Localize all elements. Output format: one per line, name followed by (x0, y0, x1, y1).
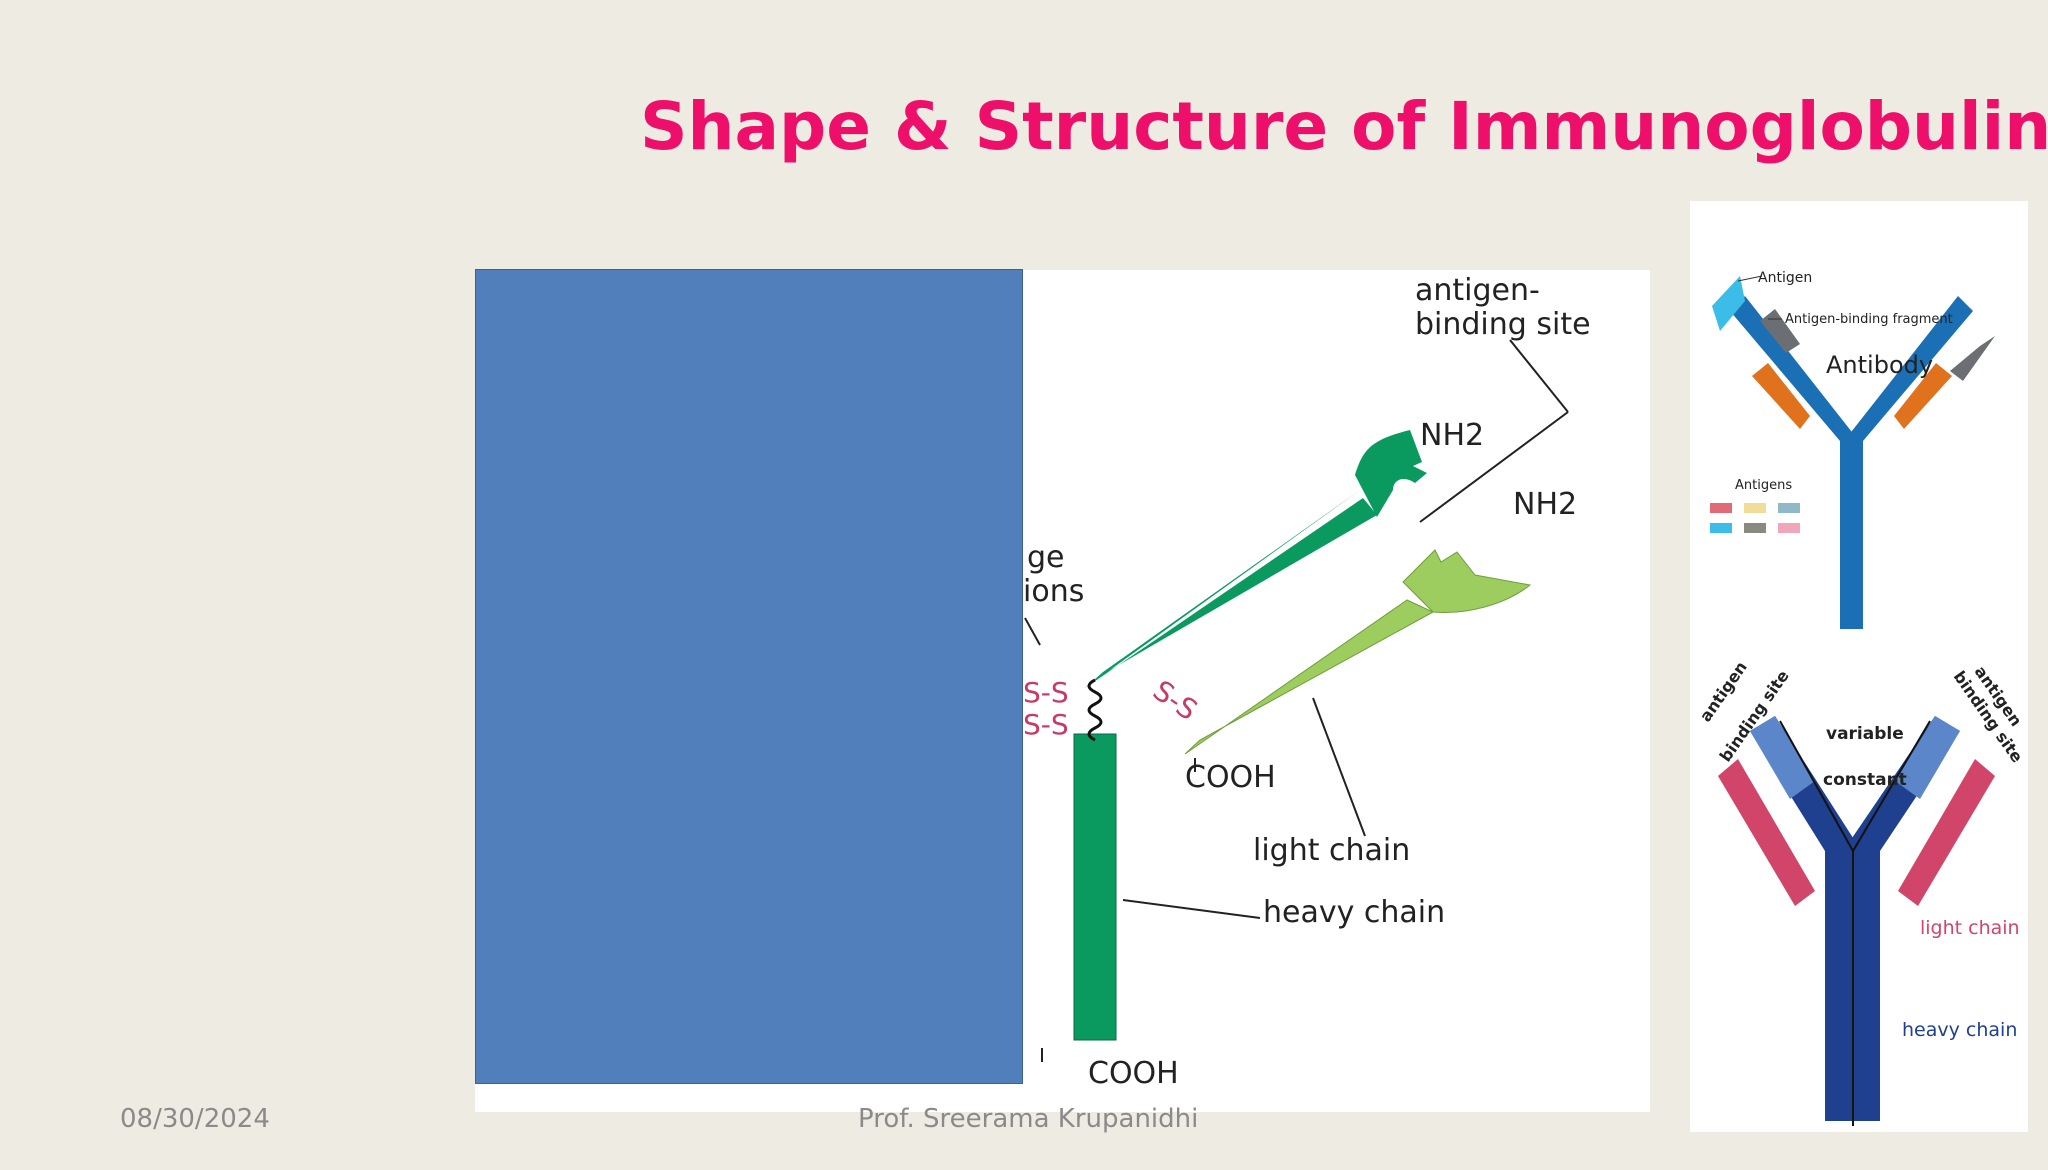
constant-label: constant (1823, 770, 1907, 790)
ss-bond-label-2: S-S (1023, 708, 1069, 741)
top-antibody-left-light (1752, 363, 1810, 429)
left-arrow-line (1779, 720, 1854, 852)
antigen-site-label-2: binding site (1415, 307, 1591, 342)
right-arrow-line (1852, 720, 1931, 852)
top-antibody-left-heavy (1730, 296, 1855, 629)
light-chain-side-label: light chain (1920, 917, 2020, 939)
fab-label: Antigen-binding fragment (1785, 312, 1953, 327)
footer-date: 08/30/2024 (120, 1104, 270, 1134)
antigen-site-leader-2 (1419, 411, 1569, 523)
light-chain-label: light chain (1253, 833, 1410, 868)
top-antibody-right-heavy (1848, 296, 1973, 629)
antigen-chip-5 (1744, 523, 1766, 533)
antigen-leader (1737, 275, 1763, 282)
antigen-label: Antigen (1758, 270, 1812, 286)
top-antibody-diagram: Antigen Antigen-binding fragment Antibod… (1710, 270, 1995, 629)
antigen-site-label-1: antigen- (1415, 273, 1540, 308)
heavy-chain-arm (1085, 498, 1377, 688)
antigen-chip-2 (1744, 503, 1766, 513)
bottom-antibody-right-variable (1895, 716, 1960, 799)
hinge-label-1: ge (1027, 540, 1065, 575)
heavy-arm-fill (1085, 490, 1360, 688)
antibody-illustration-panel: Antigen Antigen-binding fragment Antibod… (1690, 201, 2028, 1132)
bottom-antibody-right-heavy (1850, 716, 1960, 1121)
bottom-antibody-left-variable (1750, 716, 1815, 799)
nh2-heavy-label: NH2 (1420, 418, 1484, 453)
cooh-bottom-label: COOH (1088, 1056, 1179, 1091)
heavy-chain-label: heavy chain (1263, 895, 1445, 930)
antibody-illustrations-svg: Antigen Antigen-binding fragment Antibod… (1696, 270, 2027, 1126)
bottom-antibody-right-light (1898, 759, 1995, 906)
light-chain-variable-end (1402, 549, 1532, 613)
antigen-chip-6 (1778, 523, 1800, 533)
nh2-light-label: NH2 (1513, 487, 1577, 522)
placeholder-rectangle (475, 269, 1023, 1084)
bottom-antibody-left-heavy (1750, 716, 1855, 1121)
heavy-chain-stem (1073, 733, 1117, 1041)
antigen-chip-1 (1710, 503, 1732, 513)
footer-author: Prof. Sreerama Krupanidhi (858, 1104, 1199, 1134)
antigen-chip-3 (1778, 503, 1800, 513)
heavy-chain-side-label: heavy chain (1902, 1019, 2017, 1041)
antigen-chip-4 (1710, 523, 1732, 533)
light-chain-leader (1312, 697, 1366, 837)
bottom-antibody-diagram: antigen binding site antigen binding sit… (1696, 658, 2027, 1126)
heavy-chain-leader (1122, 899, 1261, 919)
hinge-squiggle (1087, 678, 1103, 742)
light-chain-arm (1184, 599, 1435, 755)
hinge-label-2: ions (1023, 574, 1084, 609)
antigens-label: Antigens (1735, 478, 1792, 493)
antigen-site-leader-1 (1509, 339, 1569, 413)
ss-bond-label-3: S-S (1147, 674, 1203, 727)
antibody-label: Antibody (1826, 351, 1933, 379)
slide-title: Shape & Structure of Immunoglobulin (640, 88, 2048, 165)
antigen-shape (1712, 276, 1745, 331)
cooh-light-label: COOH (1185, 760, 1276, 795)
variable-label: variable (1826, 724, 1904, 744)
main-diagram-svg: antigen- binding site NH2 NH2 ge ions S-… (1023, 273, 1591, 1091)
bottom-antibody-left-light (1718, 759, 1815, 906)
top-antibody-right-light (1894, 363, 1952, 429)
top-antibody-left-fab (1760, 309, 1800, 353)
heavy-chain-variable-end (1355, 430, 1427, 517)
hinge-leader (1024, 617, 1041, 646)
ss-bond-label-1: S-S (1023, 676, 1069, 709)
top-antibody-right-fab (1950, 336, 1995, 381)
